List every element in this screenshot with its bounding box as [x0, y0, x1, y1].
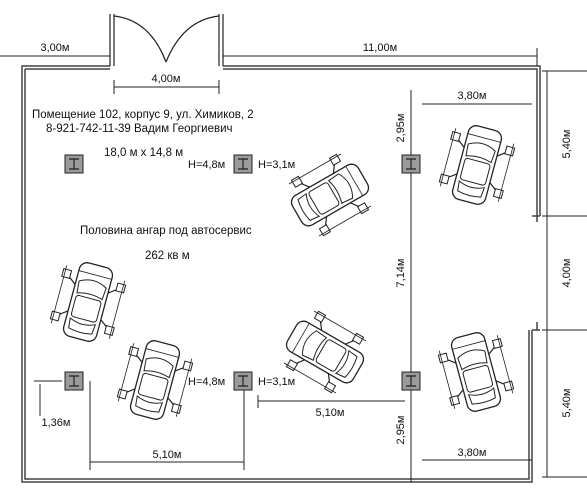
dim-side-bottom: 5,40м	[561, 389, 573, 418]
car-lift-3	[48, 260, 128, 344]
column-2	[233, 154, 253, 174]
dim-col-mid: 7,14м	[395, 259, 407, 288]
car-lift-2	[437, 123, 517, 207]
right-dimensions	[422, 70, 587, 478]
dim-side-top: 5,40м	[561, 130, 573, 159]
dim-col-top: 2,95м	[395, 114, 407, 143]
dim-bottom-mid: 5,10м	[316, 407, 345, 419]
height-label-4: Н=3,1м	[258, 376, 295, 388]
car-lift-6	[436, 330, 516, 414]
dim-top-right: 11,00м	[363, 42, 397, 54]
bottom-dimensions	[34, 380, 405, 470]
size-text: 18,0 м х 14,8 м	[104, 147, 184, 159]
column-4	[64, 371, 84, 391]
dim-door: 4,00м	[152, 73, 181, 85]
dim-side-mid: 4,00м	[561, 259, 573, 288]
height-label-2: Н=3,1м	[258, 159, 295, 171]
top-dimensions	[0, 48, 538, 94]
column-3	[401, 154, 421, 174]
dim-col-bottom: 2,95м	[395, 416, 407, 445]
column-1	[64, 154, 84, 174]
walls	[21, 65, 541, 483]
column-6	[401, 371, 421, 391]
dim-left-gap: 1,36м	[42, 417, 71, 429]
area-text: 262 кв м	[145, 250, 190, 262]
contact-text: 8-921-742-11-39 Вадим Георгиевич	[46, 123, 233, 135]
address-text: Помещение 102, корпус 9, ул. Химиков, 2	[32, 109, 254, 121]
height-label-1: Н=4,8м	[188, 159, 225, 171]
dim-right-bottom-width: 3,80м	[458, 447, 487, 459]
purpose-text: Половина ангар под автосервис	[80, 225, 252, 237]
car-lift-1	[287, 151, 373, 239]
dim-bottom-left: 5,10м	[153, 449, 182, 461]
dim-right-top-width: 3,80м	[458, 90, 487, 102]
car-lift-4	[115, 338, 195, 422]
dim-top-left: 3,00м	[41, 42, 70, 54]
column-5	[233, 371, 253, 391]
height-label-3: Н=4,8м	[188, 376, 225, 388]
door	[109, 14, 224, 66]
